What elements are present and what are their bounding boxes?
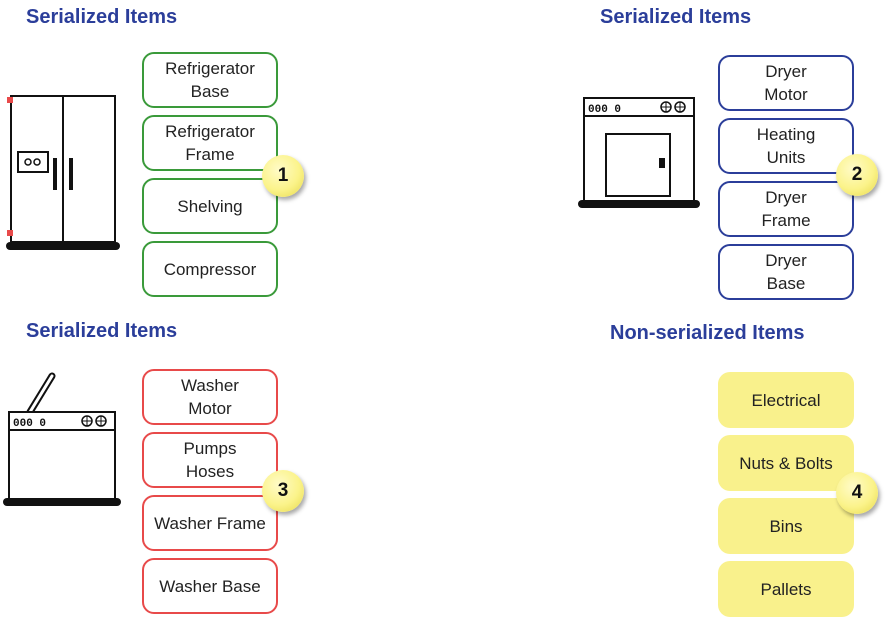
group-1-badge: 1 xyxy=(262,155,304,197)
group-3-heading: Serialized Items xyxy=(26,320,178,342)
list-item: Washer Base xyxy=(142,558,278,614)
list-item: Bins xyxy=(718,498,854,554)
washer-icon: 000 0 xyxy=(3,372,121,506)
group-2-heading: Serialized Items xyxy=(600,6,752,28)
list-item: Refrigerator Base xyxy=(142,52,278,108)
group-2-badge: 2 xyxy=(836,154,878,196)
list-item: Dryer Motor xyxy=(718,55,854,111)
dryer-panel-label: 000 0 xyxy=(588,104,621,116)
list-item: Washer Frame xyxy=(142,495,278,551)
group-4-heading: Non-serialized Items xyxy=(610,322,805,344)
group-3-badge: 3 xyxy=(262,470,304,512)
list-item: Pumps Hoses xyxy=(142,432,278,488)
list-item: Nuts & Bolts xyxy=(718,435,854,491)
list-item: Refrigerator Frame xyxy=(142,115,278,171)
dryer-icon: 000 0 xyxy=(578,97,700,208)
list-item: Dryer Base xyxy=(718,244,854,300)
washer-panel-label: 000 0 xyxy=(13,418,46,430)
group-1-heading: Serialized Items xyxy=(26,6,178,28)
list-item: Shelving xyxy=(142,178,278,234)
list-item: Dryer Frame xyxy=(718,181,854,237)
list-item: Washer Motor xyxy=(142,369,278,425)
list-item: Electrical xyxy=(718,372,854,428)
group-4-badge: 4 xyxy=(836,472,878,514)
refrigerator-icon xyxy=(6,95,120,250)
list-item: Compressor xyxy=(142,241,278,297)
list-item: Pallets xyxy=(718,561,854,617)
list-item: Heating Units xyxy=(718,118,854,174)
